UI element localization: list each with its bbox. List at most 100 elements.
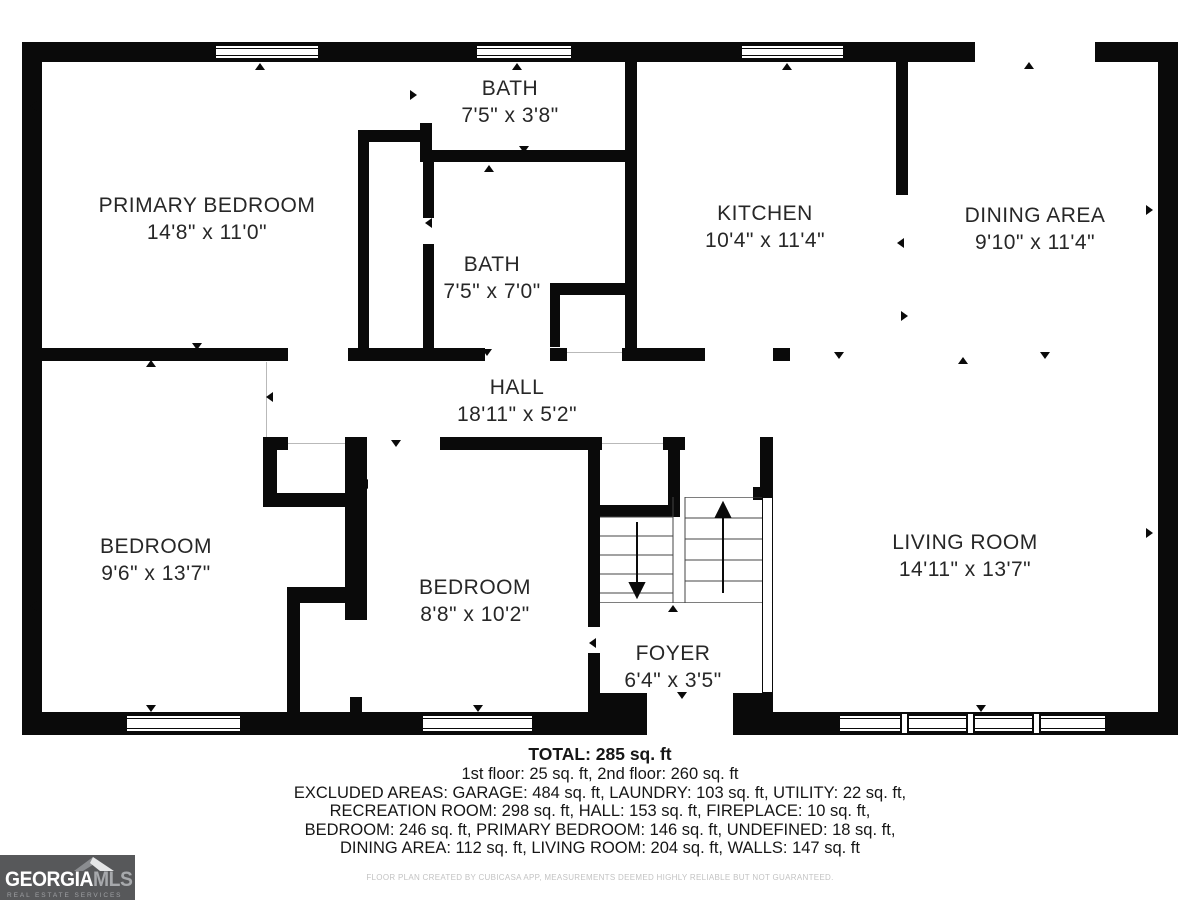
wall — [600, 505, 680, 517]
room-label-living-room: LIVING ROOM 14'11" x 13'7" — [892, 529, 1038, 583]
stair-marker-icon — [668, 605, 678, 612]
excluded-areas-line: BEDROOM: 246 sq. ft, PRIMARY BEDROOM: 14… — [304, 820, 896, 839]
wall — [668, 442, 680, 517]
room-name: LIVING ROOM — [892, 531, 1038, 554]
window-marker-icon — [255, 63, 265, 70]
wall — [420, 123, 432, 162]
staircase — [600, 496, 762, 604]
excluded-areas-line: EXCLUDED AREAS: GARAGE: 484 sq. ft, LAUN… — [293, 783, 907, 802]
wall — [423, 162, 434, 218]
room-dims: 10'4" x 11'4" — [704, 229, 826, 252]
window-marker-icon — [146, 705, 156, 712]
wall — [350, 697, 362, 717]
wall — [440, 437, 602, 450]
window-marker-icon — [473, 705, 483, 712]
door-marker-icon — [425, 218, 432, 228]
window — [421, 714, 534, 733]
room-dims: 9'6" x 13'7" — [101, 562, 211, 585]
window-mullion — [966, 714, 975, 733]
excluded-areas-line: RECREATION ROOM: 298 sq. ft, HALL: 153 s… — [329, 802, 871, 820]
wall — [550, 348, 567, 361]
wall — [348, 348, 485, 361]
front-door-opening — [647, 712, 733, 735]
opening-marker-icon — [1040, 352, 1050, 359]
room-label-primary-bedroom: PRIMARY BEDROOM 14'8" x 11'0" — [99, 192, 316, 246]
room-name: FOYER — [635, 642, 711, 665]
wall — [550, 283, 635, 295]
door-marker-icon — [266, 392, 273, 402]
wall — [1095, 42, 1178, 62]
room-label-kitchen: KITCHEN 10'4" x 11'4" — [705, 200, 825, 254]
wall — [896, 62, 908, 195]
window-marker-icon — [512, 63, 522, 70]
opening-marker-icon — [834, 352, 844, 359]
window — [214, 44, 320, 60]
room-name: BEDROOM — [99, 535, 213, 558]
boundary-line — [602, 443, 663, 444]
room-dims: 7'5" x 3'8" — [461, 104, 559, 127]
door-marker-icon — [192, 343, 202, 350]
excluded-areas-line: DINING AREA: 112 sq. ft, LIVING ROOM: 20… — [340, 839, 860, 857]
door-marker-icon — [410, 90, 417, 100]
room-dims: 6'4" x 3'5" — [624, 669, 722, 692]
wall — [423, 244, 434, 348]
stair-railing — [762, 497, 773, 693]
room-dims: 18'11" x 5'2" — [456, 403, 578, 426]
room-label-bedroom-middle: BEDROOM 8'8" x 10'2" — [419, 574, 531, 628]
opening-marker-icon — [1024, 62, 1034, 69]
logo-brand-primary: GEORGIA — [5, 868, 94, 891]
room-name: HALL — [489, 376, 545, 399]
wall — [358, 130, 432, 142]
window-mullion — [900, 714, 909, 733]
room-label-bath-top: BATH 7'5" x 3'8" — [461, 75, 558, 129]
wall — [287, 603, 300, 712]
wall — [263, 493, 367, 507]
logo-brand-secondary: MLS — [93, 868, 133, 891]
window-mullion — [1032, 714, 1041, 733]
room-dims: 7'5" x 7'0" — [443, 280, 541, 303]
wall — [588, 693, 647, 712]
stairs-up-arrow-icon — [714, 500, 732, 518]
door-marker-icon — [361, 479, 368, 489]
logo-tagline: REAL ESTATE SERVICES — [7, 892, 123, 899]
window-marker-icon — [782, 63, 792, 70]
wall — [588, 442, 600, 627]
georgia-mls-logo: GEORGIAMLS REAL ESTATE SERVICES — [0, 855, 135, 900]
room-dims: 9'10" x 11'4" — [974, 231, 1096, 254]
door-marker-icon — [628, 263, 635, 273]
wall — [287, 587, 360, 603]
wall — [733, 693, 773, 712]
door-marker-icon — [484, 165, 494, 172]
room-name: BATH — [463, 253, 521, 276]
door-marker-icon — [901, 311, 908, 321]
room-dims: 8'8" x 10'2" — [420, 603, 530, 626]
door-marker-icon — [1146, 205, 1153, 215]
total-area: TOTAL: 285 sq. ft — [528, 744, 672, 764]
front-door-marker-icon — [677, 692, 687, 699]
wall — [760, 437, 773, 497]
wall — [622, 348, 705, 361]
door-marker-icon — [30, 601, 37, 611]
door-marker-icon — [391, 440, 401, 447]
room-label-hall: HALL 18'11" x 5'2" — [457, 374, 577, 428]
door-marker-icon — [146, 360, 156, 367]
window — [475, 44, 573, 60]
room-name: DINING AREA — [964, 204, 1106, 227]
boundary-line — [288, 443, 345, 444]
disclaimer-text: FLOOR PLAN CREATED BY CUBICASA APP, MEAS… — [366, 872, 834, 882]
room-label-foyer: FOYER 6'4" x 3'5" — [624, 640, 721, 694]
wall — [263, 437, 277, 507]
door-marker-icon — [589, 638, 596, 648]
room-name: BATH — [481, 77, 539, 100]
room-label-bedroom-left: BEDROOM 9'6" x 13'7" — [100, 533, 212, 587]
door-marker-icon — [482, 349, 492, 356]
roof-icon — [74, 857, 114, 871]
logo-brand: GEORGIAMLS — [5, 868, 133, 892]
wall — [773, 348, 790, 361]
wall — [550, 295, 560, 347]
wall — [1158, 42, 1178, 735]
wall — [22, 42, 42, 735]
door-marker-icon — [519, 146, 529, 153]
floor-areas: 1st floor: 25 sq. ft, 2nd floor: 260 sq.… — [461, 765, 739, 783]
